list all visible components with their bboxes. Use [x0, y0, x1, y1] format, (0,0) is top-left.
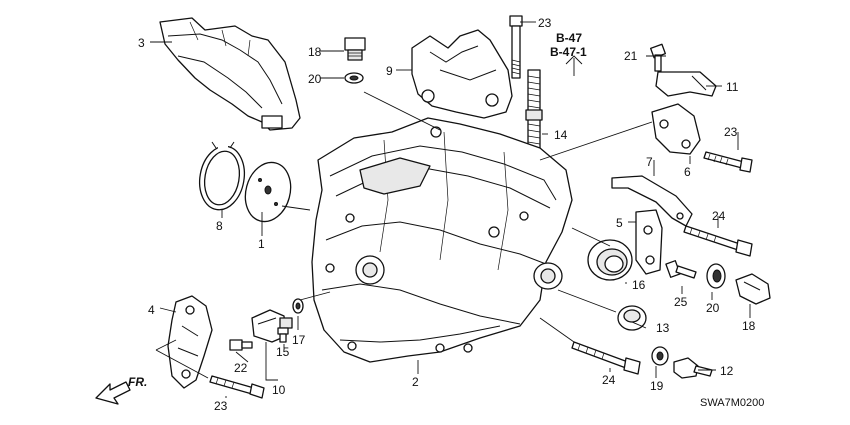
part-21-small-bolt: [650, 43, 666, 72]
diagram-code: SWA7M0200: [700, 397, 764, 409]
part-24-bolt-right: [683, 225, 753, 257]
callout-4: 4: [148, 303, 155, 317]
front-label: FR.: [128, 375, 147, 389]
part-11-bracket: [655, 71, 717, 97]
callout-17: 17: [292, 333, 306, 347]
part-4-lower-bracket: [167, 295, 213, 389]
reference-label-b47: B-47: [556, 31, 582, 45]
callout-23-bottom: 23: [214, 399, 228, 413]
callout-5: 5: [616, 216, 623, 230]
part-2-transmission-case: [311, 117, 573, 363]
callout-18-top: 18: [308, 45, 322, 59]
callout-6: 6: [684, 165, 691, 179]
callout-8: 8: [216, 219, 223, 233]
part-20-washer-top: [344, 72, 364, 84]
part-16-oil-seal: [587, 239, 633, 281]
part-6-mount-bracket: [651, 103, 701, 155]
callout-18-right: 18: [742, 319, 756, 333]
callout-numbers: 3 18 20 9 23 14 21 11 23 6 7 5 24 16 25 …: [138, 16, 756, 413]
callout-2: 2: [412, 375, 419, 389]
callout-23-right: 23: [724, 125, 738, 139]
part-9-shift-bracket: [411, 29, 513, 119]
callout-20-right: 20: [706, 301, 720, 315]
callout-12: 12: [720, 364, 734, 378]
part-7-bracket: [611, 175, 693, 227]
part-18-drain-bolt-top: [344, 37, 366, 61]
part-23-bolt-top: [509, 15, 523, 79]
part-3-upper-cover: [159, 17, 301, 131]
callout-16: 16: [632, 278, 646, 292]
callout-24-bottom: 24: [602, 373, 616, 387]
part-17-o-ring: [292, 298, 304, 314]
leader-lines: [150, 21, 751, 398]
callout-7: 7: [646, 155, 653, 169]
callout-3: 3: [138, 36, 145, 50]
part-23-bolt-bottom: [209, 375, 265, 399]
callout-21: 21: [624, 49, 638, 63]
part-13-plug: [617, 305, 647, 331]
callout-23-top: 23: [538, 16, 552, 30]
part-19-washer: [651, 346, 669, 366]
part-24-bolt-bottom: [571, 341, 641, 375]
reference-label-b47-1: B-47-1: [550, 45, 587, 59]
front-direction-arrow: FR.: [95, 375, 147, 405]
part-15-small-bolt: [277, 327, 289, 343]
callout-24-right: 24: [712, 209, 726, 223]
part-14-stud-bolt: [525, 69, 543, 153]
callout-13: 13: [656, 321, 670, 335]
callout-25: 25: [674, 295, 688, 309]
callout-20-top: 20: [308, 72, 322, 86]
part-5-bracket-plate: [635, 209, 663, 275]
callout-15: 15: [276, 345, 290, 359]
callout-1: 1: [258, 237, 265, 251]
callout-19: 19: [650, 379, 664, 393]
callout-10: 10: [272, 383, 286, 397]
part-22-small-bolt: [229, 339, 253, 351]
part-18-drain-bolt-right: [735, 273, 771, 305]
callout-22: 22: [234, 361, 248, 375]
part-20-washer-right: [706, 263, 726, 289]
callout-11: 11: [726, 80, 739, 94]
part-23-bolt-right: [703, 151, 753, 173]
part-8-snap-ring: [198, 141, 246, 211]
part-25-bolt: [665, 260, 697, 279]
part-1-disc: [244, 161, 292, 223]
callout-14: 14: [554, 128, 568, 142]
callout-9: 9: [386, 64, 393, 78]
part-12-bolt: [673, 357, 713, 379]
